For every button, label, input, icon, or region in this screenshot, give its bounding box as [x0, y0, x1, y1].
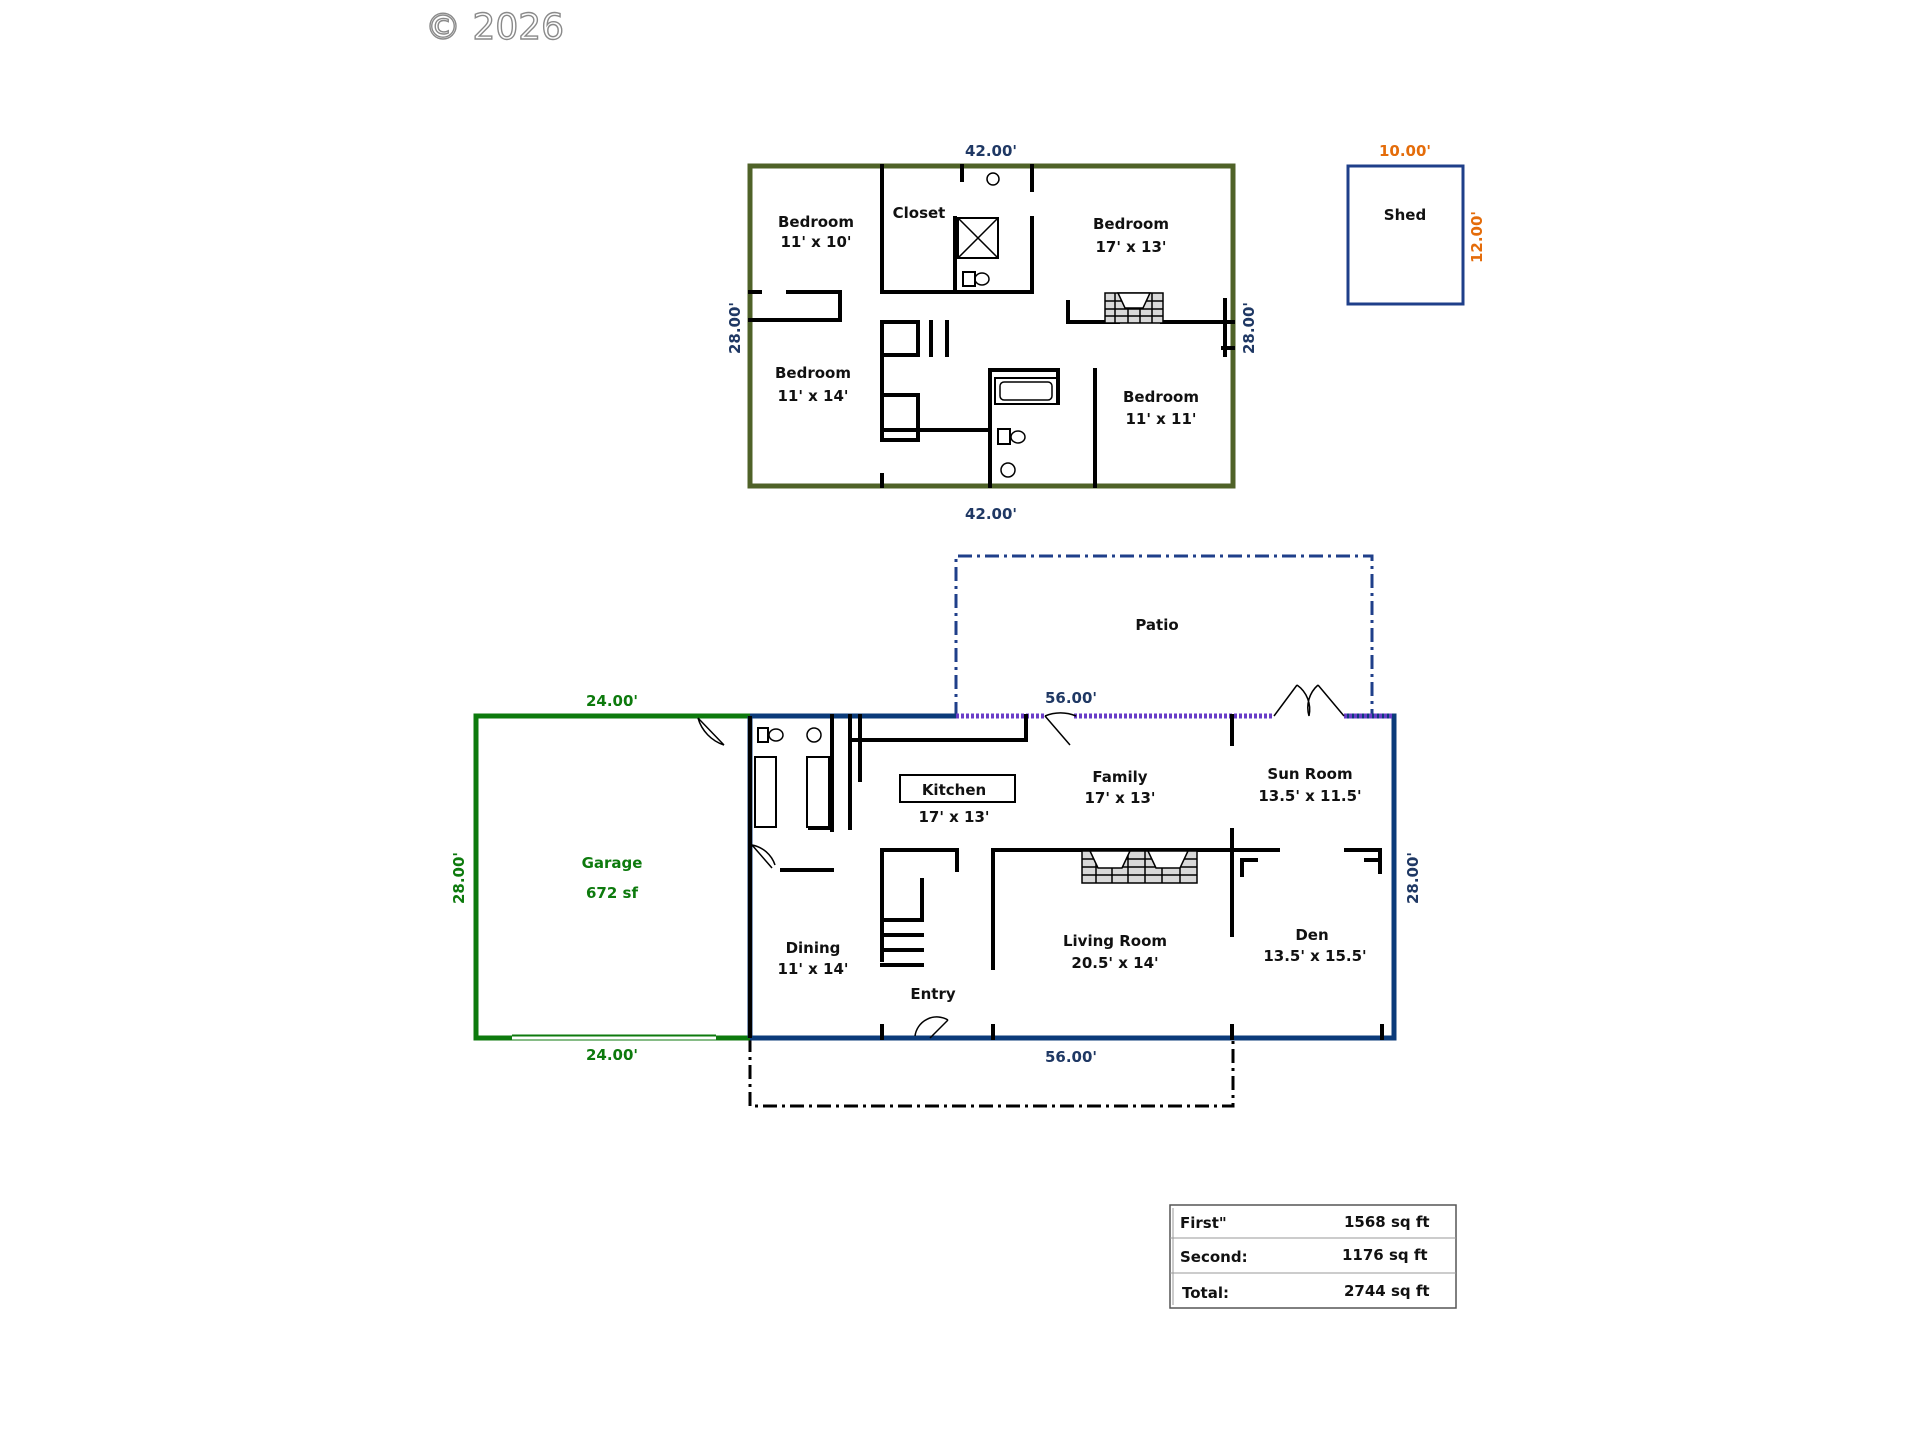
dimension-label: 10.00': [1379, 142, 1431, 160]
room-name: Entry: [910, 985, 955, 1003]
sink-icon: [806, 727, 822, 743]
copyright-watermark: © 2026: [425, 7, 564, 48]
room-name: Closet: [893, 204, 946, 222]
room-name: Family: [1092, 768, 1147, 786]
door-swing-icon: [1044, 712, 1077, 746]
porch-outline: [748, 1038, 1235, 1108]
dimension-label: 24.00': [586, 1046, 638, 1064]
room-name: Sun Room: [1267, 765, 1352, 783]
sink-icon: [986, 172, 1000, 186]
first-floor-plan: Patio: [450, 554, 1422, 1108]
room-name: Bedroom: [1123, 388, 1199, 406]
room-size: 17' x 13': [918, 808, 989, 826]
patio-outline: [954, 554, 1374, 716]
room-name: Living Room: [1063, 932, 1167, 950]
area-value: 2744 sq ft: [1344, 1282, 1430, 1300]
room-size: 11' x 10': [780, 233, 851, 251]
second-floor-plan: Bedroom 11' x 10' Closet Bedroom 17' x 1…: [726, 142, 1258, 523]
area-label: Total:: [1182, 1284, 1229, 1302]
room-size: 11' x 11': [1125, 410, 1196, 428]
room-size: 20.5' x 14': [1071, 954, 1158, 972]
room-size: 13.5' x 11.5': [1258, 787, 1361, 805]
counter: [754, 756, 777, 828]
room-size: 11' x 14': [777, 960, 848, 978]
door-swing-icon: [697, 717, 725, 746]
room-name: Den: [1295, 926, 1328, 944]
area-value: 1568 sq ft: [1344, 1213, 1430, 1231]
dimension-label: 42.00': [965, 142, 1017, 160]
fireplace-icon: [1081, 850, 1198, 884]
room-size: 17' x 13': [1084, 789, 1155, 807]
room-name: Bedroom: [775, 364, 851, 382]
fireplace-icon: [1104, 292, 1164, 324]
garage-area: 672 sf: [586, 884, 638, 902]
room-size: 11' x 14': [777, 387, 848, 405]
kitchen-island: [899, 774, 1016, 803]
dimension-label: 56.00': [1045, 1048, 1097, 1066]
area-label: First": [1180, 1214, 1227, 1232]
area-summary-table: First" 1568 sq ft Second: 1176 sq ft Tot…: [1169, 1204, 1457, 1309]
shed-name: Shed: [1384, 206, 1426, 224]
room-name: Bedroom: [778, 213, 854, 231]
dimension-label: 42.00': [965, 505, 1017, 523]
room-size: 13.5' x 15.5': [1263, 947, 1366, 965]
garage-outline: [473, 713, 750, 1041]
sink-icon: [1000, 462, 1016, 478]
shed-outline: [1346, 164, 1465, 306]
dimension-label: 28.00': [726, 302, 744, 354]
dimension-label: 56.00': [1045, 689, 1097, 707]
dimension-label: 28.00': [450, 852, 468, 904]
garage-name: Garage: [582, 854, 643, 872]
dimension-label: 28.00': [1404, 852, 1422, 904]
room-size: 17' x 13': [1095, 238, 1166, 256]
area-label: Second:: [1180, 1248, 1248, 1266]
shed-plan: Shed 10.00' 12.00': [1346, 142, 1486, 306]
dimension-label: 12.00': [1468, 211, 1486, 263]
french-door-icon: [1273, 684, 1345, 717]
toilet-icon: [757, 727, 769, 743]
dimension-label: 24.00': [586, 692, 638, 710]
room-name: Bedroom: [1093, 215, 1169, 233]
room-name: Dining: [786, 939, 841, 957]
dimension-label: 28.00': [1240, 302, 1258, 354]
toilet-icon: [962, 271, 976, 287]
door-swing-icon: [914, 1016, 949, 1039]
room-name: Kitchen: [922, 781, 986, 799]
patio-label: Patio: [1135, 616, 1178, 634]
area-value: 1176 sq ft: [1342, 1246, 1428, 1264]
counter: [806, 756, 830, 828]
toilet-icon: [997, 428, 1011, 445]
door-swing-icon: [751, 844, 776, 869]
